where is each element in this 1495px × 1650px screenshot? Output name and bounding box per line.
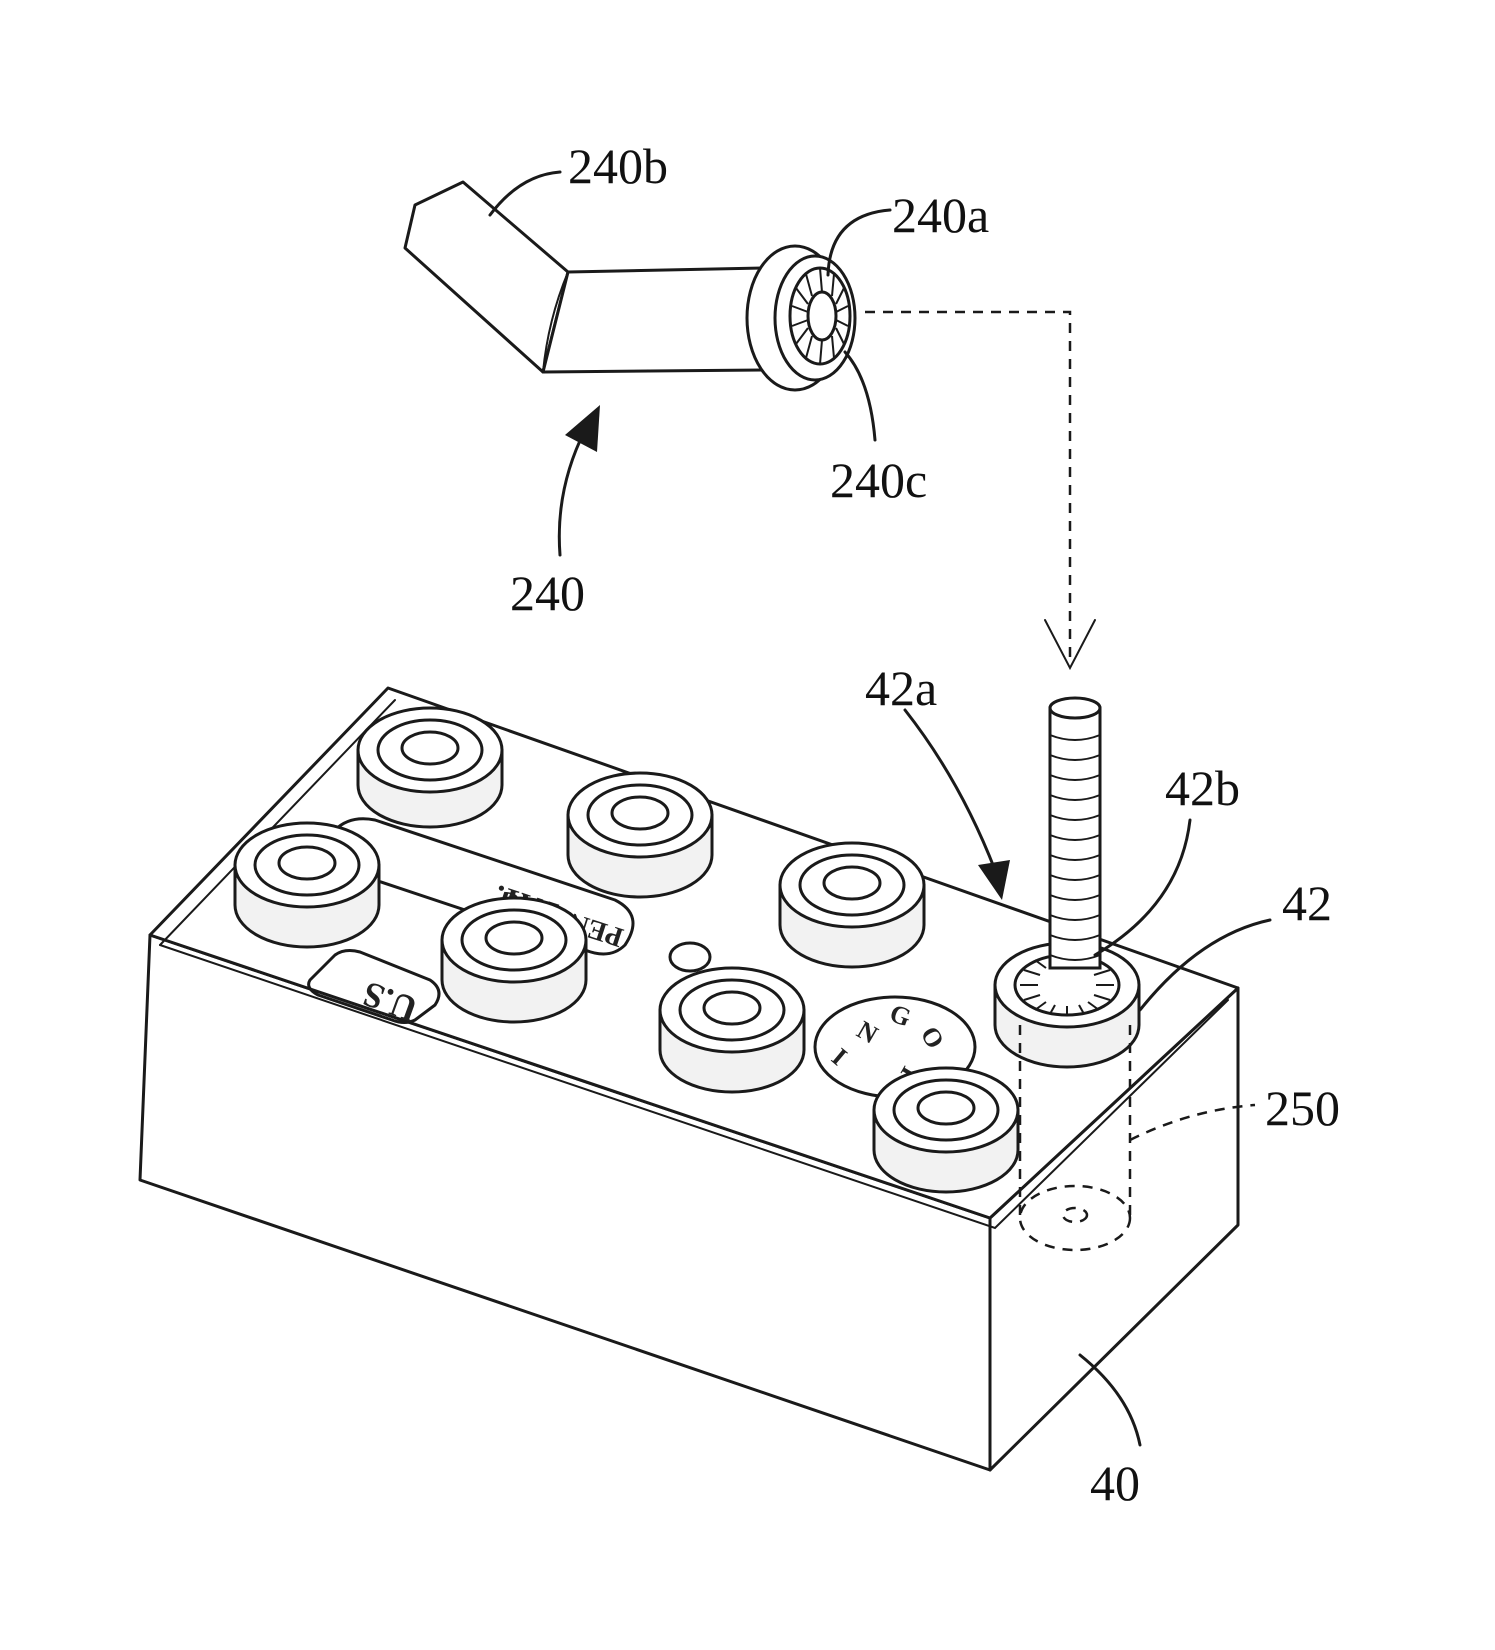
studs <box>233 706 1141 1194</box>
leader-42b <box>1093 818 1192 957</box>
leader-42a <box>903 708 997 872</box>
cavity-250 <box>1018 1025 1132 1252</box>
arrowhead-240 <box>565 405 600 452</box>
stud <box>356 706 504 829</box>
top-dimple <box>668 941 712 973</box>
leader-42 <box>1138 918 1272 1012</box>
plate-outline <box>333 817 635 956</box>
leader-240a <box>826 208 892 277</box>
label-42: 42 <box>1282 875 1332 931</box>
leader-40 <box>1078 1353 1142 1447</box>
label-42a: 42a <box>865 660 937 716</box>
assembly-path <box>865 310 1096 671</box>
label-240: 240 <box>510 565 585 621</box>
label-40: 40 <box>1090 1455 1140 1511</box>
label-42b: 42b <box>1165 760 1240 816</box>
arm-240b <box>403 180 570 374</box>
stud <box>778 841 926 969</box>
brick-bevel-front <box>159 944 1229 1230</box>
part-240 <box>403 180 857 392</box>
stud <box>440 896 588 1024</box>
leader-240 <box>557 428 587 557</box>
leader-250 <box>1129 1103 1256 1142</box>
label-240a: 240a <box>892 187 989 243</box>
reference-labels: 240b 240a 240c 240 42a 42b 42 250 40 <box>510 138 1340 1511</box>
label-240b: 240b <box>568 138 668 194</box>
spline-240a <box>788 266 852 366</box>
threaded-pin <box>1048 696 1102 970</box>
us-badge-outline <box>307 949 441 1024</box>
leaders <box>488 170 1272 1447</box>
label-240c: 240c <box>830 452 927 508</box>
leader-240c <box>843 350 877 442</box>
stud <box>233 821 381 949</box>
label-250: 250 <box>1265 1080 1340 1136</box>
pin-threads <box>1049 734 1101 961</box>
stud <box>566 771 714 899</box>
arrowhead-42a <box>978 860 1010 900</box>
brick-bevel-left <box>159 699 396 946</box>
stud <box>872 1066 1020 1194</box>
leader-240b <box>488 170 562 217</box>
assembly-arrowhead <box>1044 619 1096 671</box>
stud <box>658 966 806 1094</box>
body-240 <box>541 266 767 374</box>
